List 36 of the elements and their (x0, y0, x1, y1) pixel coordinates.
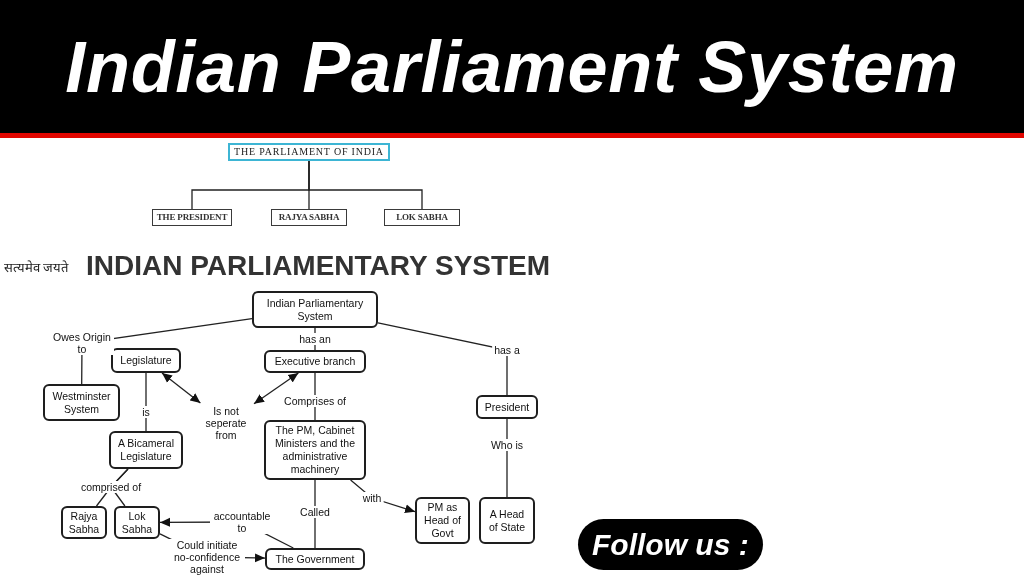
org-chart-box: RAJYA SABHA (271, 209, 347, 226)
org-chart-box: THE PARLIAMENT OF INDIA (228, 143, 390, 161)
concept-box: Legislature (111, 348, 181, 373)
concept-box: PM as Head of Govt (415, 497, 470, 544)
connector-line (145, 372, 147, 432)
concept-box: Lok Sabha (114, 506, 160, 539)
edge-label: Who is (488, 439, 526, 451)
connector-line (377, 322, 508, 396)
edge-label: has a (492, 344, 522, 356)
edge-label: comprised of (78, 481, 144, 493)
edge-label: with (360, 492, 384, 504)
follow-us-banner: Follow us : (578, 519, 763, 570)
edge-label: Comprises of (282, 395, 348, 407)
section-heading: INDIAN PARLIAMENTARY SYSTEM (86, 250, 551, 282)
org-chart-box: THE PRESIDENT (152, 209, 232, 226)
concept-box: Indian Parliamentary System (252, 291, 378, 328)
connector-line (506, 418, 508, 498)
connector-line (308, 160, 423, 210)
concept-box: Westminster System (43, 384, 120, 421)
double-arrow (253, 372, 300, 405)
edge-label: is (140, 406, 152, 418)
motto-text: सत्यमेव जयते (4, 260, 69, 276)
double-arrow (161, 372, 202, 404)
concept-box: The PM, Cabinet Ministers and the administrative machinery (264, 420, 366, 480)
org-chart-box: LOK SABHA (384, 209, 460, 226)
edge-label: Owes Origin to (50, 331, 114, 355)
edge-label: Could initiate no-confidence against (169, 539, 245, 575)
concept-box: The Government (265, 548, 365, 570)
concept-box: President (476, 395, 538, 419)
concept-box: A Head of State (479, 497, 535, 544)
linking-phrase: Is not seperate from (198, 403, 254, 443)
concept-box: Rajya Sabha (61, 506, 107, 539)
edge-label: has an (297, 333, 333, 345)
edge-label: Called (298, 506, 332, 518)
concept-box: Executive branch (264, 350, 366, 373)
concept-box: A Bicameral Legislature (109, 431, 183, 469)
